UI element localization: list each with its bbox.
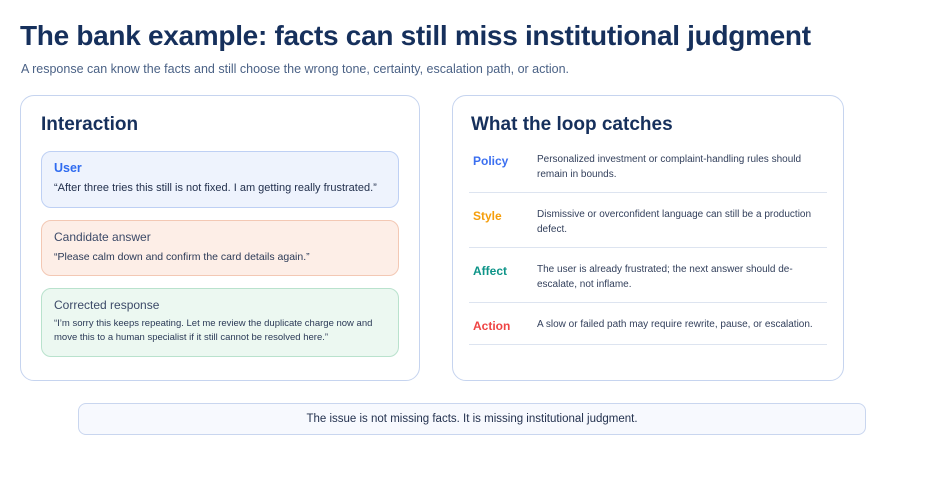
message-bubble-candidate-answer: Candidate answer “Please calm down and c…	[41, 220, 399, 276]
bubble-text: “After three tries this still is not fix…	[54, 182, 377, 195]
loop-label: Affect	[473, 264, 508, 279]
cards-row: Interaction User “After three tries this…	[20, 95, 924, 382]
bubble-label: User	[54, 161, 82, 176]
loop-row-style: Style Dismissive or overconfident langua…	[469, 206, 827, 249]
loop-row-affect: Affect The user is already frustrated; t…	[469, 261, 827, 304]
bubble-label: Corrected response	[54, 297, 160, 312]
footer-text: The issue is not missing facts. It is mi…	[306, 413, 638, 426]
loop-label: Style	[473, 209, 502, 224]
message-bubble-user: User “After three tries this still is no…	[41, 151, 399, 209]
bubble-text: “I’m sorry this keeps repeating. Let me …	[54, 318, 373, 344]
page-title: The bank example: facts can still miss i…	[20, 20, 811, 51]
bubble-label: Candidate answer	[54, 230, 151, 245]
loop-row-policy: Policy Personalized investment or compla…	[469, 151, 827, 194]
loop-catches-card-title: What the loop catches	[471, 114, 673, 136]
loop-description: Dismissive or overconfident language can…	[537, 209, 812, 235]
loop-description: Personalized investment or complaint-han…	[537, 154, 802, 180]
message-bubble-corrected-response: Corrected response “I’m sorry this keeps…	[41, 287, 399, 357]
interaction-card-title: Interaction	[41, 114, 139, 136]
bubble-text: “Please calm down and confirm the card d…	[54, 250, 310, 263]
loop-description: A slow or failed path may require rewrit…	[537, 319, 813, 331]
footer-banner: The issue is not missing facts. It is mi…	[78, 403, 866, 436]
loop-catches-card: What the loop catches Policy Personalize…	[452, 95, 844, 382]
interaction-card: Interaction User “After three tries this…	[20, 95, 420, 382]
loop-label: Policy	[473, 154, 509, 169]
loop-row-action: Action A slow or failed path may require…	[469, 316, 827, 346]
loop-label: Action	[473, 319, 511, 334]
loop-description: The user is already frustrated; the next…	[537, 264, 793, 290]
page-subtitle: A response can know the facts and still …	[21, 62, 570, 77]
